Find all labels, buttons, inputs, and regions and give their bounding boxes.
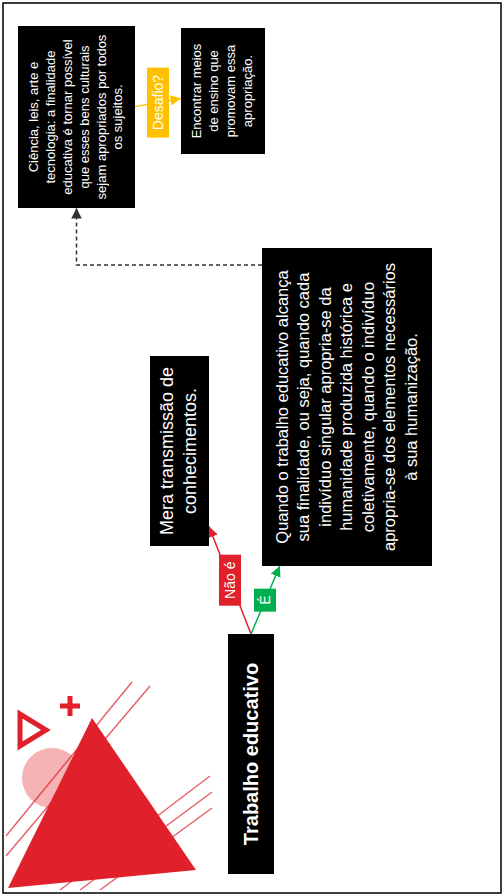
node-text: Mera transmissão de conhecimentos.	[156, 364, 203, 538]
slide-border	[3, 3, 501, 893]
deco-triangle-outline	[20, 714, 46, 746]
root-box: Trabalho educativo	[228, 634, 274, 874]
negative-box: Mera transmissão de conhecimentos.	[150, 356, 209, 546]
node-text: Encontrar meios de ensino que promovam e…	[189, 36, 257, 146]
dashed-arrow	[77, 208, 263, 265]
challenge-box: Encontrar meios de ensino que promovam e…	[181, 28, 265, 154]
goal-box: Ciência, leis, arte e tecnologia: a fina…	[18, 26, 135, 208]
deco-stripes	[6, 682, 212, 890]
negative-arrow	[209, 527, 251, 634]
node-text: Trabalho educativo	[238, 644, 264, 864]
positive-arrow	[251, 566, 280, 634]
edge-label: Não é	[219, 555, 241, 606]
edge-label: Desafio?	[147, 68, 169, 137]
node-text: Quando o trabalho educativo alcança sua …	[272, 258, 422, 556]
node-text: Ciência, leis, arte e tecnologia: a fina…	[26, 34, 127, 200]
definition-box: Quando o trabalho educativo alcança sua …	[262, 248, 432, 566]
edge-label: É	[254, 588, 276, 611]
deco-plus	[60, 696, 80, 716]
